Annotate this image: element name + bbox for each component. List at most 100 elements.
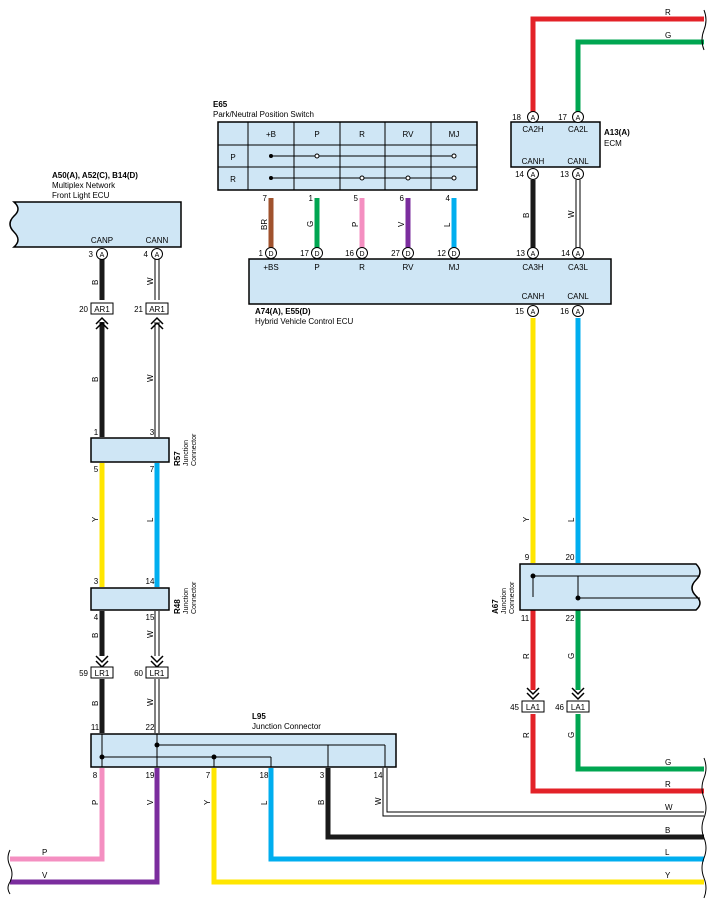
wire-label: B — [522, 213, 531, 218]
edge-label: W — [665, 803, 673, 812]
wire-label: L — [260, 800, 269, 805]
e65-code: E65 — [213, 100, 228, 109]
a13-pin-label: CANL — [567, 157, 589, 166]
e65-col-label: P — [314, 130, 319, 139]
wire-label: Y — [203, 799, 212, 805]
l95-pin: 11 — [91, 723, 100, 732]
a50-code: A50(A), A52(C), B14(D) — [52, 171, 138, 180]
ar1-label: AR1 — [149, 305, 165, 314]
svg-text:A: A — [576, 115, 581, 122]
a74-pin-label: CANH — [522, 292, 545, 301]
wire-label: R — [522, 732, 531, 738]
wire-ecm-ca2h-r — [530, 16, 704, 112]
a74-pin: 14 — [561, 249, 570, 258]
e65-col-label: +B — [266, 130, 276, 139]
r48-pin: 15 — [146, 613, 155, 622]
wire-l95-b — [325, 768, 704, 840]
wire-label: W — [567, 210, 576, 218]
a13-pin: 17 — [558, 113, 567, 122]
a74-pin: 12 — [437, 249, 446, 258]
edge-wire-labels: R G G R W B L Y P V — [42, 8, 673, 880]
r57-name: Connector — [191, 433, 198, 466]
r48-pin: 4 — [94, 613, 99, 622]
lr1-label: LR1 — [150, 669, 165, 678]
wire-label: R — [522, 653, 531, 659]
a74-pin: 13 — [516, 249, 525, 258]
l95-pin: 14 — [374, 771, 383, 780]
svg-text:A: A — [100, 252, 105, 259]
edge-label: V — [42, 871, 48, 880]
wire-label: G — [306, 221, 315, 227]
a74-pin: 16 — [345, 249, 354, 258]
a74-pin: 16 — [560, 307, 569, 316]
a67-name: Connector — [509, 581, 516, 614]
a74-pin-label: CA3L — [568, 263, 589, 272]
r48-pin: 14 — [146, 577, 155, 586]
edge-label: L — [665, 848, 670, 857]
wire-label: B — [91, 701, 100, 706]
r57-pin: 1 — [94, 428, 99, 437]
a67-junction: 9 20 11 22 A67 Junction Connector — [491, 553, 701, 623]
r48-name: Junction — [183, 588, 190, 614]
r57-name: Junction — [183, 440, 190, 466]
a74-pin: 15 — [515, 307, 524, 316]
e65-col-label: RV — [403, 130, 415, 139]
svg-text:A: A — [531, 251, 536, 258]
edge-label: Y — [665, 871, 671, 880]
wire-label: Y — [522, 516, 531, 522]
a13-code: A13(A) — [604, 128, 630, 137]
wire-label: G — [567, 732, 576, 738]
a50-pin-label: CANN — [146, 236, 169, 245]
wire-label: W — [374, 797, 383, 805]
ar1-pin: 21 — [134, 305, 143, 314]
wire-label: B — [91, 377, 100, 382]
r57-pin: 3 — [150, 428, 155, 437]
a74-code: A74(A), E55(D) — [255, 307, 311, 316]
l95-code: L95 — [252, 712, 266, 721]
l95-junction: L95 Junction Connector 11 22 8 19 7 18 3… — [90, 712, 397, 780]
lr1-pin: 60 — [134, 669, 143, 678]
svg-text:A: A — [576, 172, 581, 179]
l95-pin: 7 — [206, 771, 211, 780]
wire-label: V — [146, 799, 155, 805]
a13-ecm: A13(A) ECM 18 17 A A CA2H CA2L CANH CANL… — [510, 111, 630, 180]
wire-label: G — [567, 653, 576, 659]
e65-pin: 5 — [354, 194, 359, 203]
svg-text:A: A — [576, 251, 581, 258]
svg-text:A: A — [155, 252, 160, 259]
e65-pin: 4 — [446, 194, 451, 203]
a50-pin: 4 — [144, 250, 149, 259]
a50-name: Front Light ECU — [52, 191, 110, 200]
l95-pin: 22 — [146, 723, 155, 732]
la1-label: LA1 — [526, 703, 541, 712]
wire-label: B — [91, 280, 100, 285]
wire-label: V — [397, 221, 406, 227]
a67-pin: 9 — [525, 553, 530, 562]
r57-junction: 1 3 5 7 R57 Junction Connector — [90, 428, 198, 474]
e65-name: Park/Neutral Position Switch — [213, 110, 314, 119]
la1-connectors: LA1 45 LA1 46 — [510, 687, 590, 713]
r48-junction: 3 14 4 15 R48 Junction Connector — [90, 577, 198, 622]
svg-text:D: D — [405, 251, 410, 258]
a67-pin: 22 — [566, 614, 575, 623]
svg-text:D: D — [314, 251, 319, 258]
e65-row-label: R — [230, 175, 236, 184]
a74-pin: 17 — [300, 249, 309, 258]
a67-pin: 11 — [521, 614, 530, 623]
r57-pin: 7 — [150, 465, 155, 474]
wire-l95-y — [211, 768, 704, 885]
lr1-label: LR1 — [95, 669, 110, 678]
a74-pin-label: RV — [403, 263, 415, 272]
a13-pin: 13 — [560, 170, 569, 179]
a13-pin-label: CA2L — [568, 125, 589, 134]
l95-name: Junction Connector — [252, 722, 321, 731]
r48-code: R48 — [173, 599, 182, 614]
e65-pin: 6 — [400, 194, 405, 203]
la1-pin: 45 — [510, 703, 519, 712]
wire-label: W — [146, 277, 155, 285]
e65-switch: E65 Park/Neutral Position Switch +B P R … — [213, 100, 478, 203]
wire-label: B — [91, 633, 100, 638]
e65-col-label: MJ — [449, 130, 460, 139]
a74-name: Hybrid Vehicle Control ECU — [255, 317, 353, 326]
